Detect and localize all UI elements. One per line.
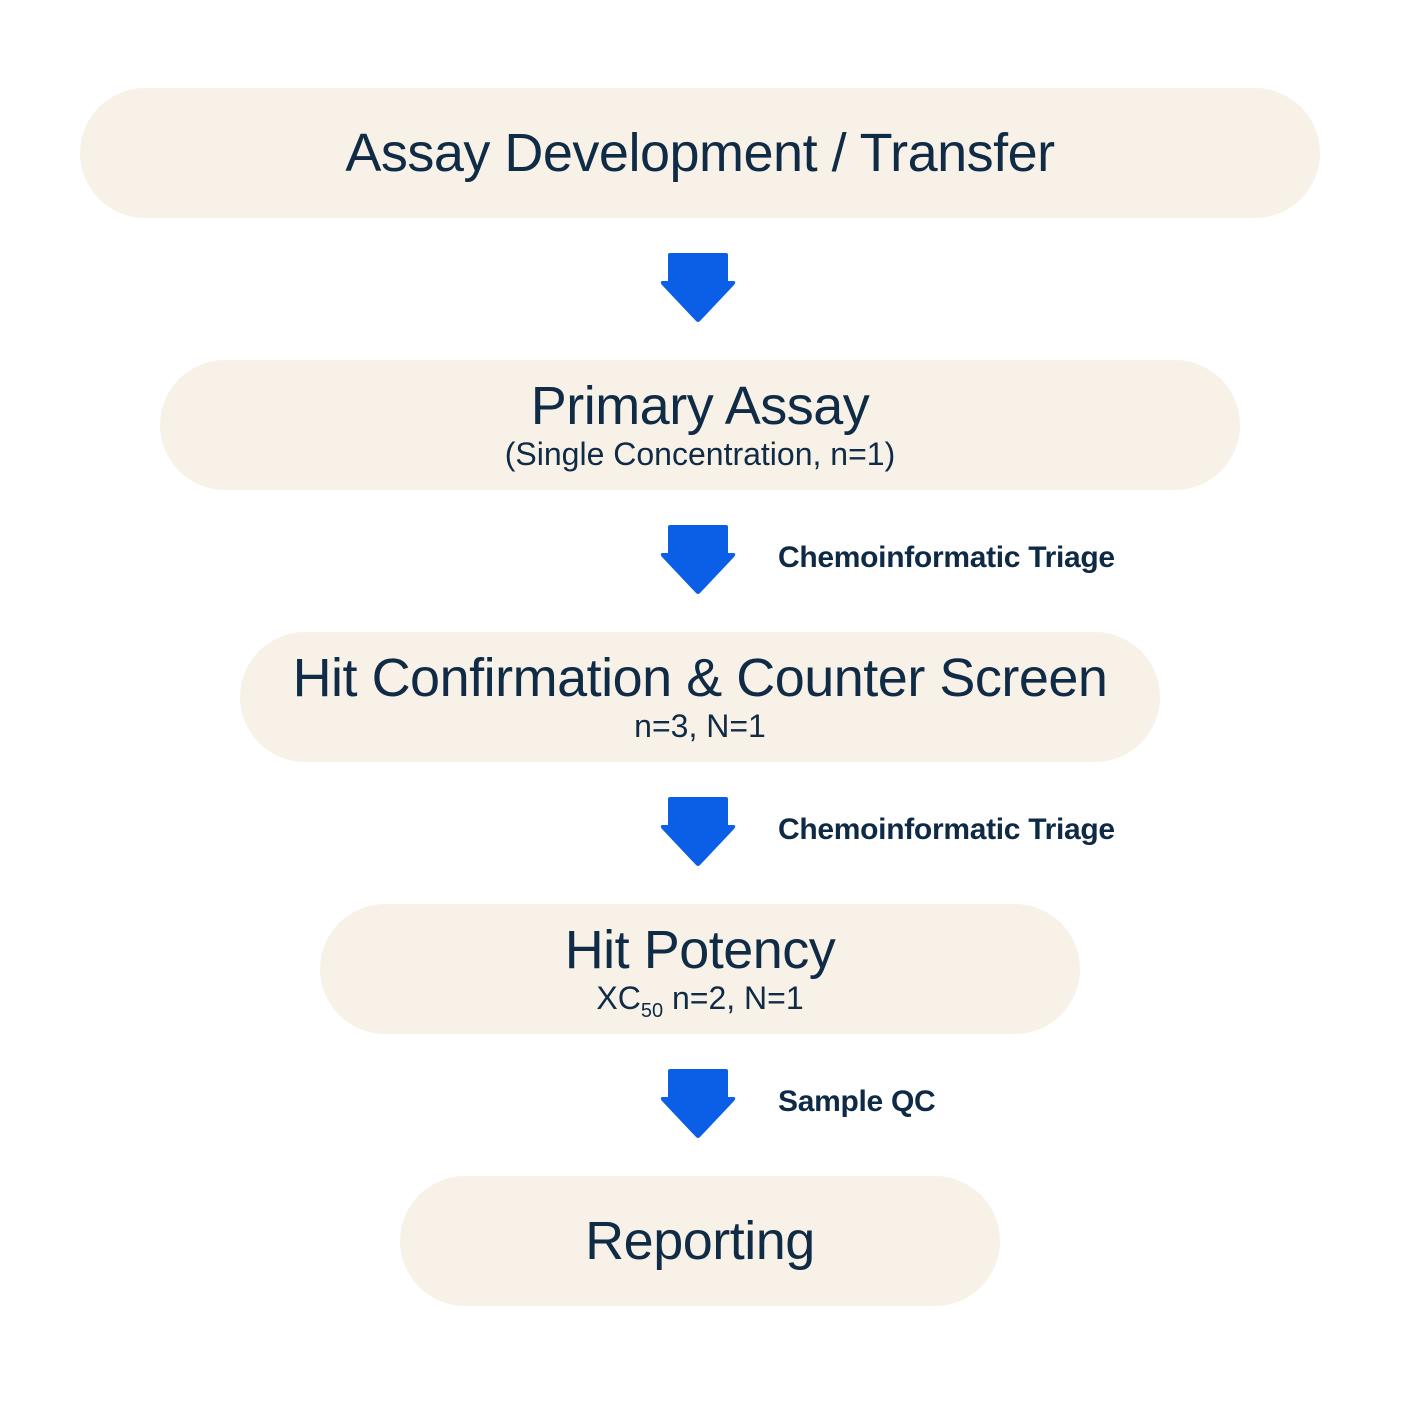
subtitle-prefix: XC [596,980,641,1016]
stage-title: Primary Assay [530,376,870,436]
stage-hit-potency: Hit Potency XC50 n=2, N=1 [320,904,1080,1034]
stage-assay-development: Assay Development / Transfer [80,88,1320,218]
transition-label: Chemoinformatic Triage [778,813,1115,846]
stage-primary-assay: Primary Assay (Single Concentration, n=1… [160,360,1240,490]
stage-title: Hit Confirmation & Counter Screen [292,648,1108,708]
transition-label: Sample QC [778,1085,936,1118]
down-arrow-icon [660,253,736,322]
stage-title: Assay Development / Transfer [345,123,1055,183]
down-arrow-icon [660,525,736,594]
transition-label: Chemoinformatic Triage [778,541,1115,574]
stage-hit-confirmation: Hit Confirmation & Counter Screen n=3, N… [240,632,1160,762]
down-arrow-icon [660,797,736,866]
stage-subtitle: n=3, N=1 [634,708,766,744]
stage-title: Reporting [585,1211,815,1271]
stage-subtitle: XC50 n=2, N=1 [596,980,804,1021]
subtitle-suffix: n=2, N=1 [663,980,804,1016]
stage-subtitle: (Single Concentration, n=1) [504,436,896,472]
stage-reporting: Reporting [400,1176,1000,1306]
stage-title: Hit Potency [564,920,836,980]
down-arrow-icon [660,1069,736,1138]
subtitle-subscript: 50 [640,1000,664,1022]
